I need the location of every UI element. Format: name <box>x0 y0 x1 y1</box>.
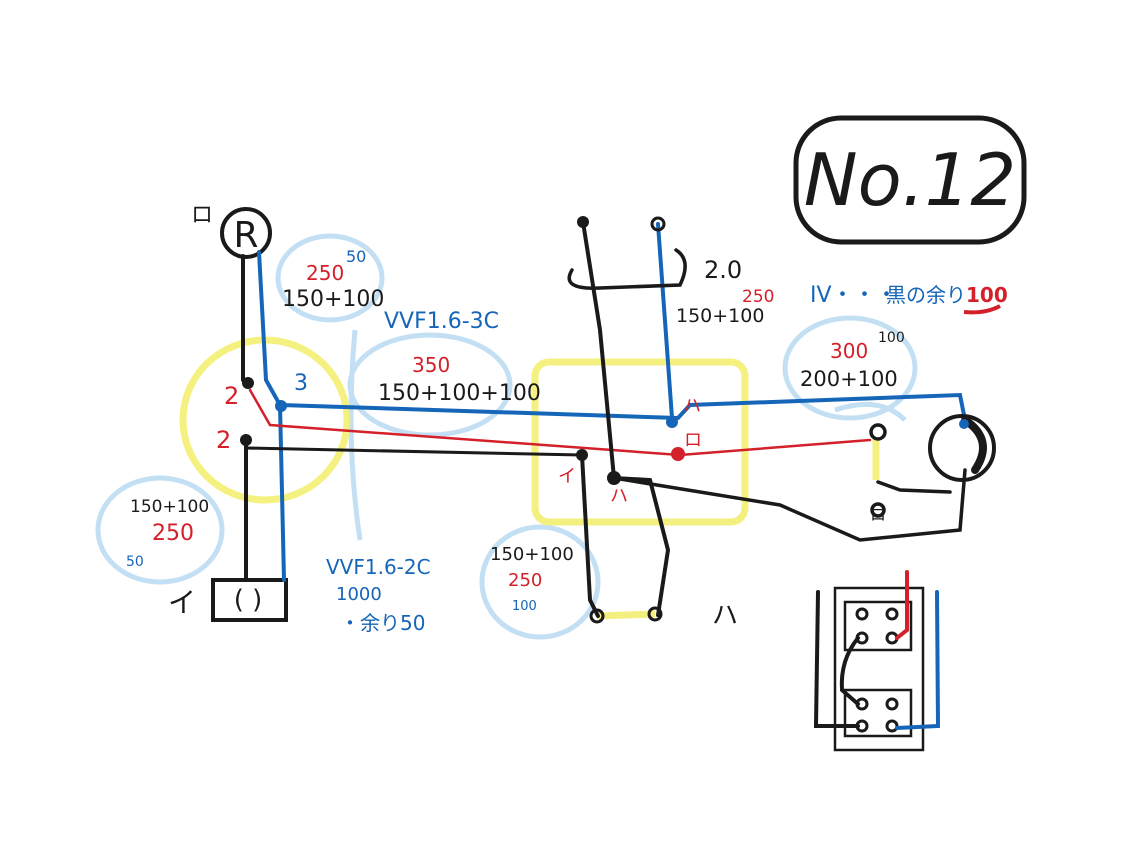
label-2-a: 2 <box>224 382 239 410</box>
blue-main-wire <box>279 392 967 422</box>
cable-type-top: VVF1.6-3C <box>384 309 499 334</box>
junction-center-bottom <box>607 471 621 485</box>
left-bottom-total: 250 <box>152 521 194 546</box>
switch-box-blue-wire <box>895 590 941 730</box>
label-ha-yellow: ハ <box>683 396 701 417</box>
junction-left-bottom <box>240 434 252 446</box>
right-lamp-fill <box>961 416 987 474</box>
outlet: ( ) イ <box>168 578 288 622</box>
center-calc: 150+100+100 <box>378 381 541 406</box>
black-main-wire <box>244 446 584 457</box>
right-terminal-bottom <box>870 502 886 518</box>
iv-note-prefix: IV・・・ <box>810 283 898 308</box>
switch-box-black-jumper <box>839 636 860 706</box>
outlet-symbol: ( ) <box>234 585 263 615</box>
terminal-bottom-left <box>589 608 605 624</box>
center-total: 350 <box>412 353 450 377</box>
label-3: 3 <box>294 371 308 396</box>
right-lamp <box>928 414 996 482</box>
iv-note-mid: 黒の余り <box>886 283 966 307</box>
bottom-center-extra: 100 <box>512 599 537 614</box>
bottom-center-total: 250 <box>508 570 542 591</box>
bottom-center-calc: 150+100 <box>490 544 574 565</box>
black-wire-to-lamp <box>612 468 967 542</box>
terminal-top-right <box>650 216 666 232</box>
highlight-arc-right <box>834 401 907 422</box>
lamp-r-mark: ロ <box>191 203 213 228</box>
right-switch <box>869 414 996 518</box>
junction-center-red <box>671 447 685 461</box>
lamp-r-label: R <box>233 215 258 256</box>
black-wire-lamp <box>241 254 248 386</box>
highlight-bottom-center <box>479 524 601 640</box>
left-bottom-extra: 50 <box>126 554 144 570</box>
label-i-center: イ <box>558 466 576 487</box>
label-wire-2-0: 2.0 <box>704 256 742 284</box>
node-labels: 2 2 3 ハ ロ イ ハ ハ ロ 2.0 <box>216 256 886 631</box>
lamp-r: R ロ <box>191 203 272 259</box>
left-bottom-calc: 150+100 <box>130 497 209 517</box>
terminal-top-left <box>577 216 589 228</box>
terminal-bottom-right <box>647 606 663 622</box>
switch-box <box>813 570 941 752</box>
junction-center-blue <box>666 416 678 428</box>
black-wire-top-center <box>581 220 616 480</box>
highlight-arc-left <box>348 329 363 541</box>
yellow-bottom-line <box>596 610 656 620</box>
outlet-mark: イ <box>168 586 196 619</box>
junction-center-black <box>576 449 588 461</box>
switch-box-black-wire <box>813 590 860 728</box>
highlight-right <box>782 315 918 421</box>
label-ha-bottom: ハ <box>712 601 738 631</box>
label-ro-right: ロ <box>684 430 702 451</box>
label-ha-center: ハ <box>610 486 628 507</box>
lightblue-highlights <box>95 233 918 640</box>
label-2-b: 2 <box>216 426 231 454</box>
top-left-extra: 50 <box>346 247 366 266</box>
right-total: 300 <box>830 339 868 363</box>
left-wires <box>240 250 287 582</box>
center-wires <box>567 216 967 624</box>
switch-box-red-wire <box>895 570 909 640</box>
red-main-wire <box>248 388 872 457</box>
right-terminal-top <box>869 423 887 441</box>
top-center-calc: 150+100 <box>676 305 764 327</box>
black-wire-down-right <box>612 476 671 617</box>
right-calc: 200+100 <box>800 367 898 391</box>
right-lamp-blue-dot <box>959 419 969 429</box>
junction-left-top <box>242 377 254 389</box>
bottom-note: ・余り50 <box>340 611 425 635</box>
highlight-top-left <box>275 233 385 323</box>
title-box: No.12 <box>793 115 1027 245</box>
highlight-left-bottom <box>95 475 225 585</box>
top-left-calc: 150+100 <box>282 287 384 312</box>
right-switch-line <box>876 480 952 494</box>
blue-wire-lamp <box>257 250 286 582</box>
main-wires <box>244 388 967 457</box>
measurements: 250 150+100 50 VVF1.6-3C 350 150+100+100… <box>126 247 1008 635</box>
iv-note-underline <box>963 304 1001 315</box>
page-title: No.12 <box>804 138 1016 222</box>
yellow-center-box <box>531 358 749 526</box>
right-extra: 100 <box>878 330 905 346</box>
cable-type-bottom: VVF1.6-2C <box>326 555 431 579</box>
blue-wire-top-center <box>656 222 674 420</box>
black-loop-top <box>567 248 687 290</box>
bottom-length: 1000 <box>336 584 382 605</box>
label-ro-bottom: ロ <box>870 505 886 524</box>
iv-note-value: 100 <box>966 283 1008 307</box>
top-left-total: 250 <box>306 261 344 285</box>
top-center-total: 250 <box>742 287 774 307</box>
